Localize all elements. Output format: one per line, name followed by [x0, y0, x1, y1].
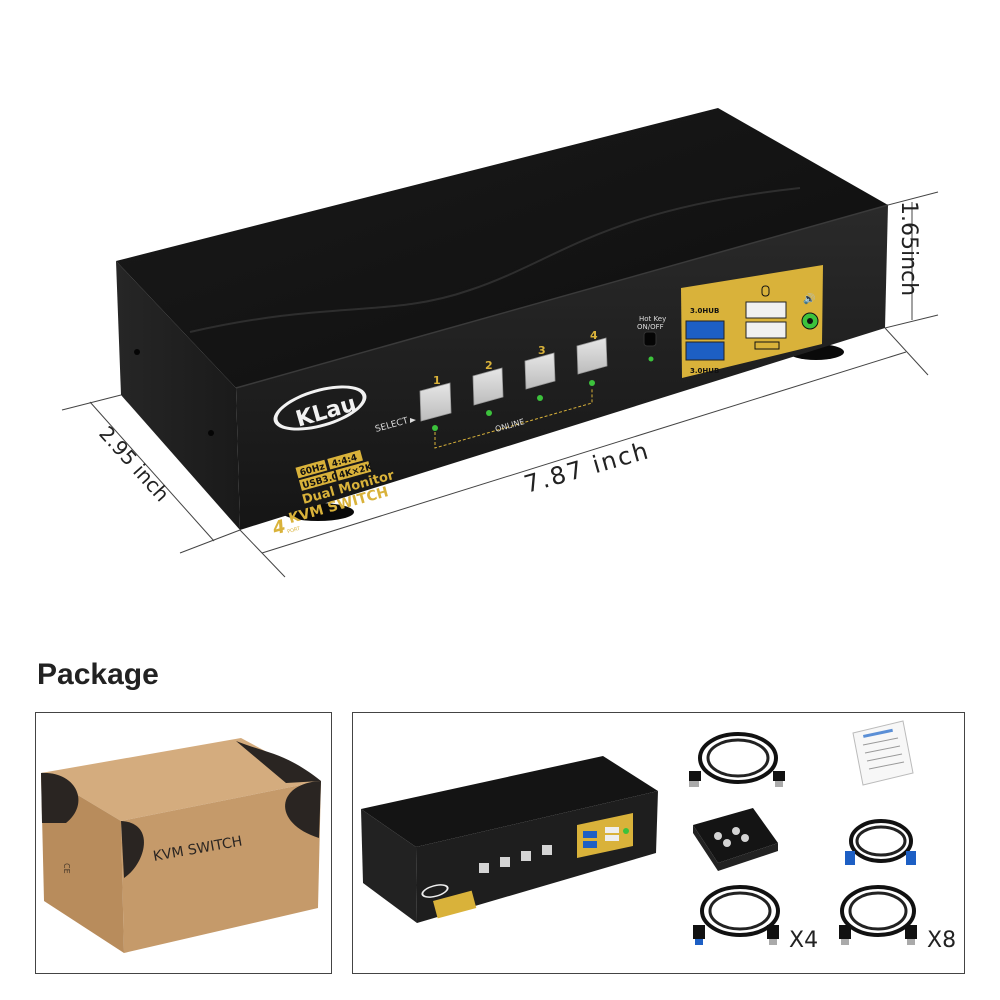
box-top	[41, 738, 321, 821]
usb2-port-mouse[interactable]	[745, 301, 787, 319]
wired-remote-icon	[693, 808, 778, 871]
button-number: 3	[538, 344, 546, 357]
width-dimension-text: 7.87 inch	[521, 436, 653, 499]
port-button-1[interactable]: 1	[419, 374, 452, 431]
mouse-icon	[761, 285, 770, 297]
port-button-2[interactable]: 2	[472, 359, 504, 416]
label-port-word: PORT	[287, 526, 302, 536]
led-indicator	[537, 395, 543, 401]
led-indicator	[589, 380, 595, 386]
usb-hub-panel: 3.0HUB 3.0HUB 🔊	[681, 265, 823, 378]
usb3-port[interactable]	[685, 320, 725, 340]
online-bracket	[434, 388, 593, 449]
height-dimension-text: 1.65inch	[896, 201, 921, 296]
screw-hole	[208, 430, 214, 436]
package-title: Package	[37, 658, 159, 691]
manual-icon	[852, 720, 914, 786]
top-seam	[189, 187, 801, 333]
button-number: 4	[590, 329, 598, 342]
box-mark: CE	[62, 863, 71, 874]
dimension-height: 1.65inch	[884, 191, 939, 329]
screw-hole	[134, 349, 140, 355]
port-button-4[interactable]: 4	[576, 329, 608, 386]
hub-label-bottom: 3.0HUB	[690, 367, 719, 375]
hdmi-cable-icon	[839, 885, 917, 945]
device-top	[116, 108, 888, 388]
hotkey-label-2: ON/OFF	[637, 323, 664, 331]
usb3-cable-icon	[845, 819, 916, 865]
hub-label-top: 3.0HUB	[690, 307, 719, 315]
mini-kvm-switch	[361, 756, 658, 923]
hdmi-cable-quantity: X8	[927, 928, 956, 953]
hotkey-led	[648, 356, 654, 362]
speaker-icon: 🔊	[803, 292, 815, 305]
usb-cable-quantity: X4	[789, 928, 818, 953]
hotkey-label: Hot Key	[639, 315, 666, 323]
box-front	[121, 781, 321, 953]
kvm-switch-illustration: KLau 60Hz 4:4:4 USB3.0 4K×2K Dual Monito…	[61, 108, 939, 578]
package-contents-panel: X4 X8	[352, 712, 965, 974]
usb3-port[interactable]	[685, 341, 725, 361]
package-contents-illustration: X4 X8	[361, 720, 956, 953]
led-indicator	[486, 410, 492, 416]
label-port-number: 4	[269, 516, 288, 540]
led-indicator	[432, 425, 438, 431]
cardboard-box-illustration: KVM SWITCH CE	[41, 738, 321, 953]
hotkey-button[interactable]	[643, 331, 657, 347]
button-number: 2	[485, 359, 493, 372]
usb2-port-keyboard[interactable]	[745, 321, 787, 339]
port-button-3[interactable]: 3	[524, 344, 556, 401]
usb-cable-icon	[689, 732, 785, 787]
button-number: 1	[433, 374, 441, 387]
keyboard-icon	[754, 341, 780, 350]
device-left-side	[116, 261, 240, 530]
package-box-panel: KVM SWITCH CE	[35, 712, 332, 974]
usb-ab-cable-icon	[693, 885, 780, 945]
